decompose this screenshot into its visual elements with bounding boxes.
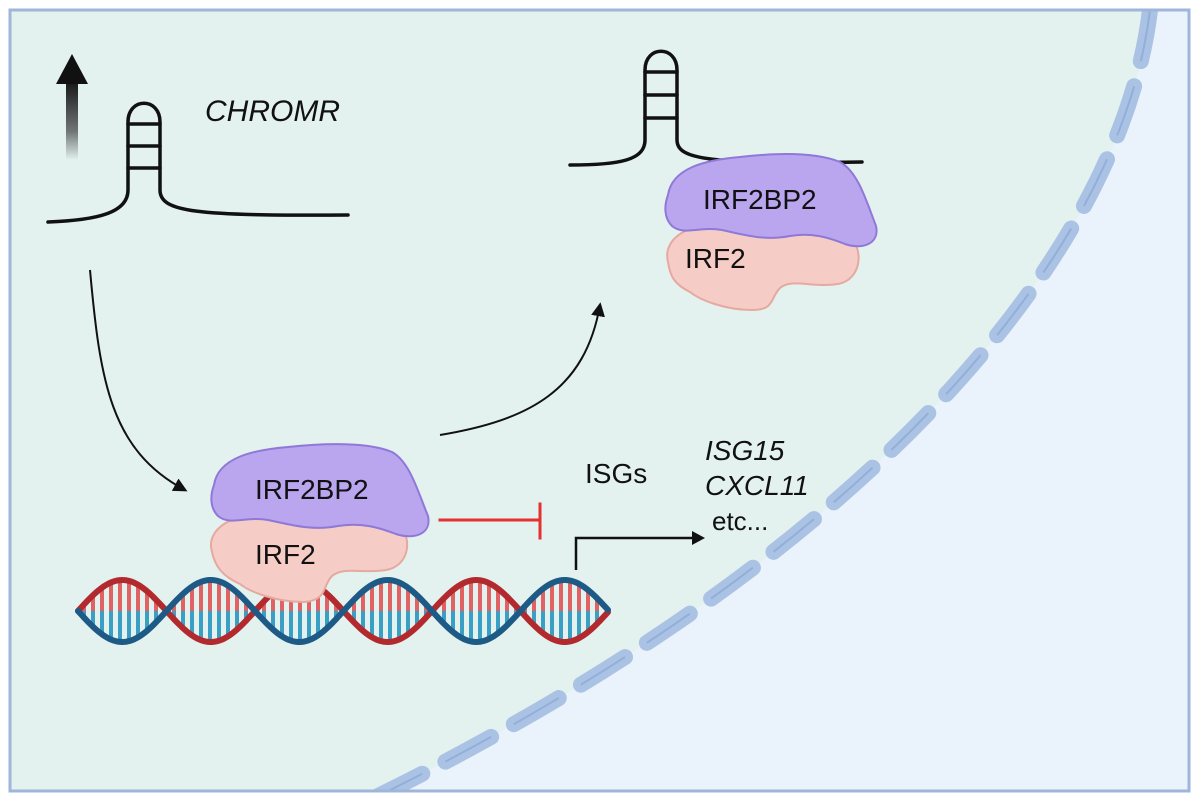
transcription-start-line — [574, 536, 694, 570]
irf2-label-top: IRF2 — [685, 243, 746, 274]
irf2bp2-protein-top — [664, 153, 878, 248]
gene-isg15-label: ISG15 — [705, 435, 785, 466]
nuclear-envelope-edge — [385, 10, 1151, 791]
irf2-label-bottom: IRF2 — [255, 539, 316, 570]
repression-inhibitor-icon — [438, 502, 542, 540]
nucleus-region — [388, 10, 1189, 791]
isgs-label: ISGs — [585, 458, 647, 489]
gene-cxcl11-label: CXCL11 — [705, 470, 809, 501]
arrow-to-dna-complex — [89, 269, 188, 492]
transcription-arrow-icon — [692, 531, 705, 545]
irf2bp2-label-bottom: IRF2BP2 — [255, 474, 369, 505]
lncrna-hairpin-left — [46, 101, 350, 224]
gene-etc-label: etc... — [712, 506, 768, 536]
upregulation-arrow-icon — [56, 54, 88, 160]
dna-double-helix — [75, 576, 611, 646]
irf2bp2-label-top: IRF2BP2 — [703, 184, 817, 215]
irf2bp2-protein-bottom — [210, 443, 430, 538]
arrow-to-rna-complex — [439, 302, 605, 436]
lncrna-label: CHROMR — [205, 95, 340, 128]
dna-strand-blue — [75, 576, 611, 646]
frame-border — [8, 8, 1191, 793]
